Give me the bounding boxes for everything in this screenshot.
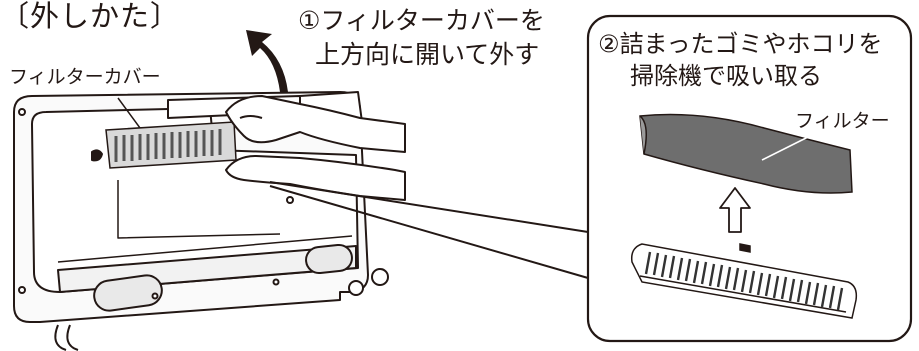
filter-cover-label: フィルターカバー xyxy=(9,66,161,88)
filter-cover-on-unit xyxy=(105,121,237,169)
zoom-lines xyxy=(269,181,589,279)
filter-label: フィルター xyxy=(795,110,890,132)
hollow-up-arrow xyxy=(719,187,751,233)
hand-upper xyxy=(225,95,406,153)
filter-cover-leader-line xyxy=(117,97,141,129)
step2-line2: 掃除機で吸い取る xyxy=(630,62,822,90)
filter-grille xyxy=(630,243,858,319)
filter-sheet xyxy=(639,113,853,194)
step2-line1: ②詰まったゴミやホコリを xyxy=(598,30,883,58)
filter-leader-line xyxy=(761,133,815,161)
page-title: 〔外しかた〕 xyxy=(0,0,181,33)
step1-line2: 上方向に開いて外す xyxy=(315,40,540,69)
step1-line1: ①フィルターカバーを xyxy=(298,6,545,35)
lift-up-arrow xyxy=(246,30,288,92)
